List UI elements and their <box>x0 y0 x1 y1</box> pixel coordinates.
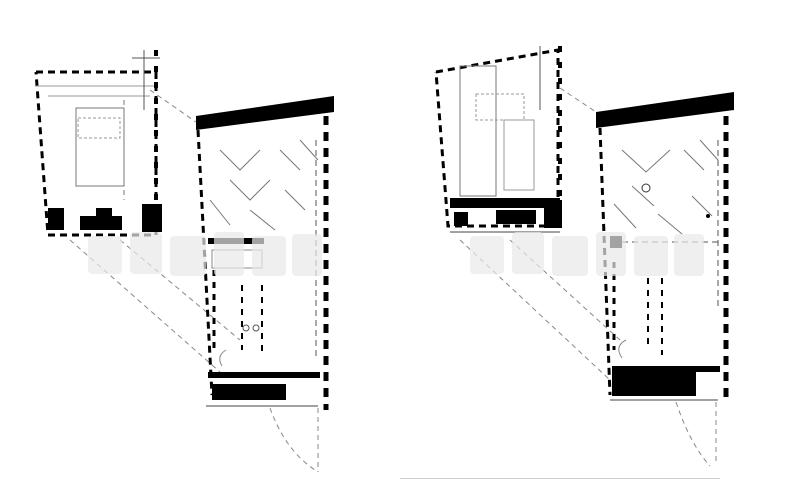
door-swing <box>618 339 627 359</box>
node-dot <box>706 214 710 218</box>
lower-wing-left-wall <box>598 127 612 396</box>
base-wall <box>612 366 696 396</box>
upper-wing-room <box>75 107 125 187</box>
diagonal-dashed <box>69 239 221 373</box>
wall-block <box>48 208 64 230</box>
lower-wing-right <box>596 92 734 467</box>
wall-block <box>142 204 162 232</box>
room-hatching <box>209 149 276 231</box>
base-wall <box>212 384 286 400</box>
wall-block <box>80 216 122 230</box>
room-hatching <box>683 139 719 217</box>
wall-block <box>496 210 536 224</box>
diagonal-dashed <box>509 239 621 341</box>
upper-wing-left <box>34 50 162 237</box>
base-wall <box>208 372 320 378</box>
upper-wing-right <box>434 46 562 233</box>
door-swing <box>219 349 227 367</box>
stair-lines <box>211 249 263 269</box>
upper-wing-stair <box>77 117 121 139</box>
lower-wing-roof <box>196 96 334 130</box>
diagonal-dashed <box>559 87 597 113</box>
upper-wing-room <box>459 65 497 197</box>
fixture-circle <box>641 183 651 193</box>
stair-block <box>610 236 622 248</box>
upper-wing-stair <box>475 93 525 121</box>
room-hatching <box>279 139 319 211</box>
diagonal-dashed <box>459 239 611 381</box>
room-hatching <box>613 149 683 235</box>
bottom-rule <box>400 478 720 479</box>
lower-wing-left <box>196 96 334 472</box>
lower-wing-roof <box>596 92 734 128</box>
connector-right <box>459 87 621 381</box>
wall-block <box>454 212 468 226</box>
base-wall <box>696 366 720 372</box>
floor-plan-right <box>434 46 734 467</box>
upper-wing-room-2 <box>503 119 535 191</box>
diagonal-dashed <box>119 239 241 341</box>
entry-path <box>675 401 711 467</box>
entry-path <box>269 407 316 471</box>
upper-wing-outline <box>434 48 560 228</box>
connector-left <box>69 89 241 373</box>
fixture-circle <box>252 324 260 332</box>
wall-block <box>544 200 562 228</box>
fixture-circle <box>242 324 250 332</box>
wall-block <box>450 198 560 208</box>
floor-plan-left <box>34 50 334 472</box>
wall-block <box>96 208 112 218</box>
diagonal-dashed <box>149 89 197 123</box>
lower-wing-left-wall <box>196 129 214 396</box>
stair-block <box>208 238 264 244</box>
